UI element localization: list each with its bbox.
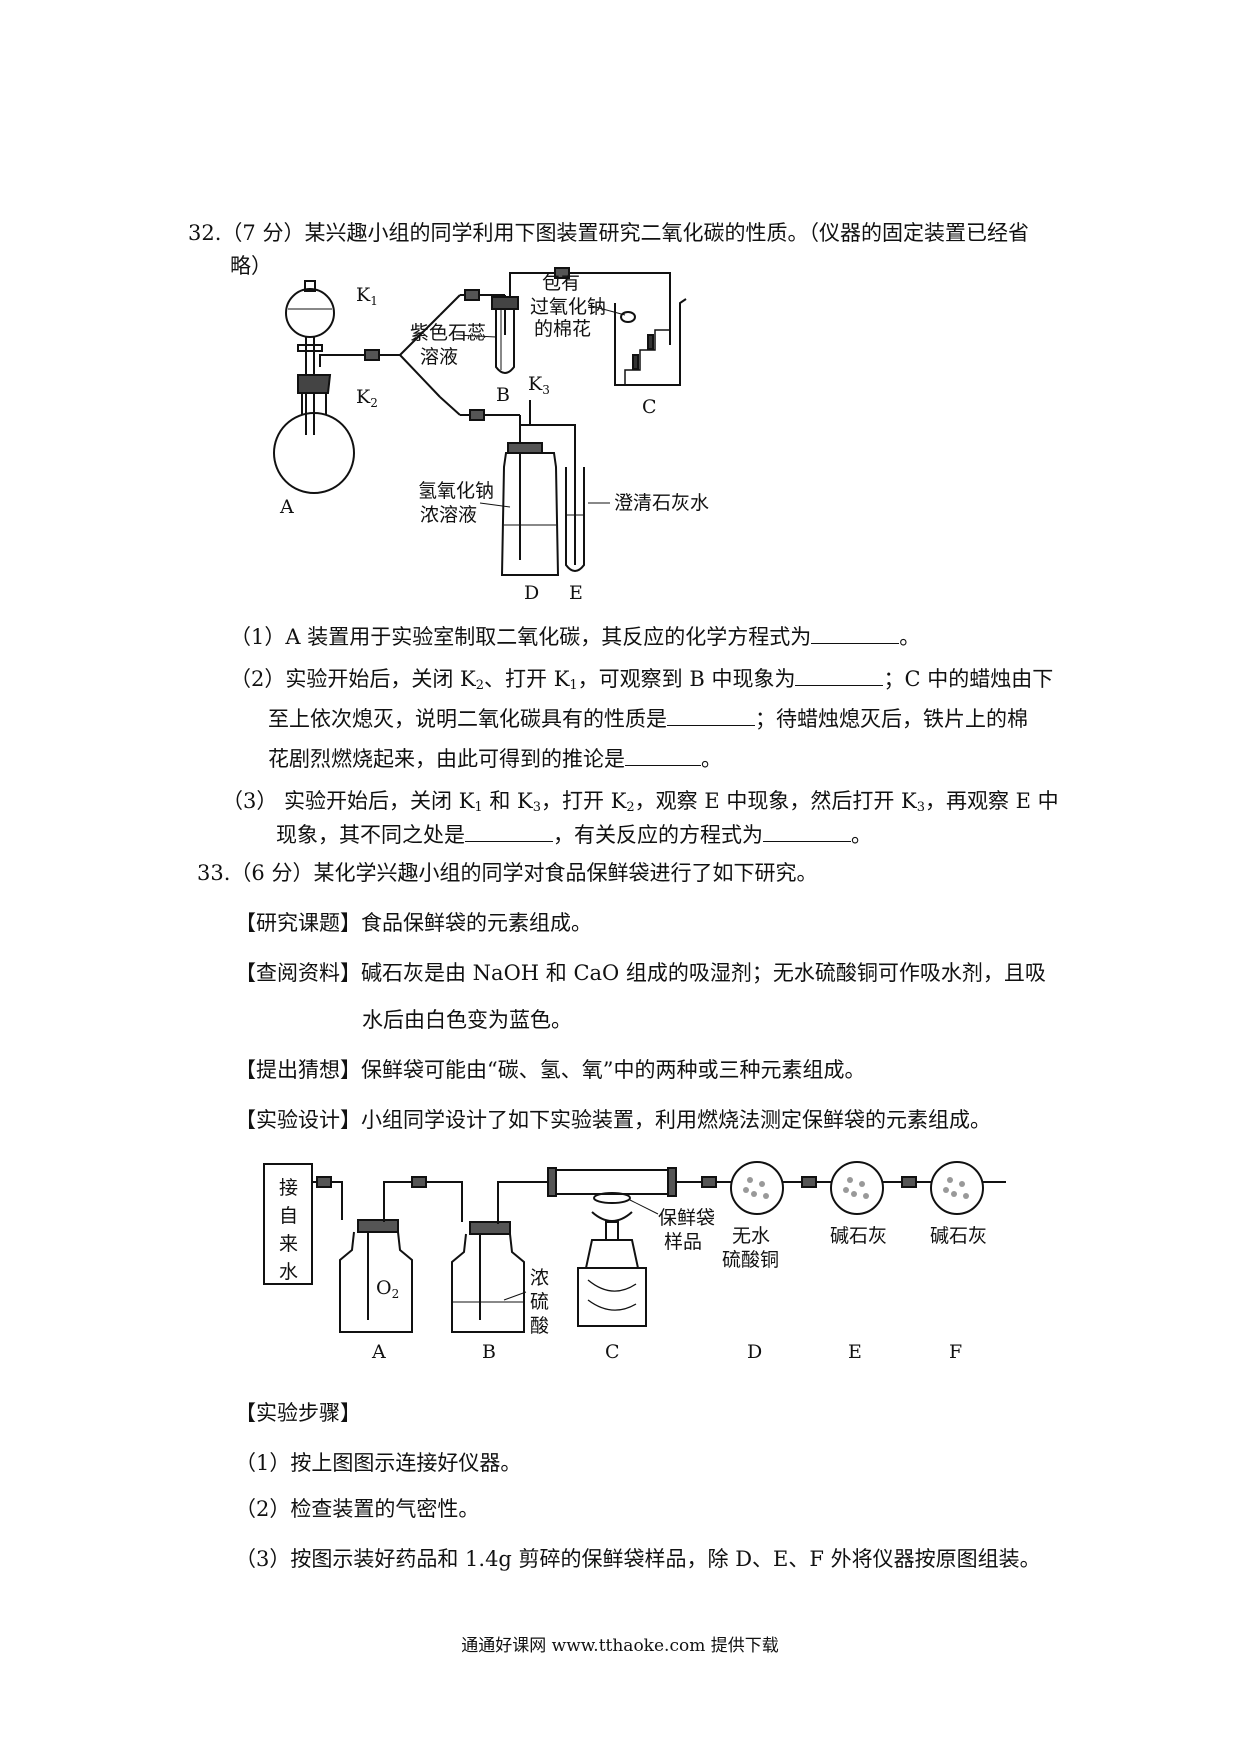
q33-steps-label: 【实验步骤】 <box>235 1401 361 1425</box>
q32-part2-line3: 花剧烈燃烧起来，由此可得到的推论是。 <box>268 745 722 771</box>
water-label-1: 接 <box>279 1177 298 1199</box>
k2-label: K2 <box>356 386 378 410</box>
cuso4-label-2: 硫酸铜 <box>722 1249 779 1271</box>
k1-label: K1 <box>356 284 378 308</box>
footer: 通通好课网 www.tthaoke.com 提供下载 <box>461 1636 779 1656</box>
q33-hypothesis: 【提出猜想】保鲜袋可能由“碳、氢、氧”中的两种或三种元素组成。 <box>235 1058 866 1082</box>
cotton-label-2: 过氧化钠 <box>530 296 606 318</box>
q33-step1: （1）按上图图示连接好仪器。 <box>235 1451 522 1475</box>
acid-label-1: 浓 <box>530 1267 549 1289</box>
lime-e-label: 碱石灰 <box>830 1225 887 1247</box>
o2-label: O2 <box>376 1277 399 1301</box>
label-D: D <box>524 582 539 604</box>
cuso4-label-1: 无水 <box>732 1225 770 1247</box>
answer-blank[interactable] <box>465 821 553 842</box>
cotton-label-1: 包有 <box>542 272 580 294</box>
label-A: A <box>279 496 294 518</box>
q32-part1: （1）A 装置用于实验室制取二氧化碳，其反应的化学方程式为。 <box>230 623 921 649</box>
q32-part3-line1: （3） 实验开始后，关闭 K1 和 K3，打开 K2，观察 E 中现象，然后打开… <box>222 789 1059 815</box>
label-B: B <box>482 1341 496 1363</box>
label-C: C <box>642 396 657 418</box>
label-E: E <box>848 1341 862 1363</box>
water-label-2: 自 <box>279 1205 298 1227</box>
q33-apparatus-diagram: 接 自 来 水 O2 浓 硫 酸 保鲜袋 样品 无水 硫酸铜 碱石灰 碱石灰 A… <box>263 1161 1006 1363</box>
q33-step3: （3）按图示装好药品和 1.4g 剪碎的保鲜袋样品，除 D、E、F 外将仪器按原… <box>235 1547 1041 1571</box>
label-F: F <box>949 1341 962 1363</box>
litmus-label-1: 紫色石蕊 <box>410 322 486 344</box>
label-A: A <box>371 1341 386 1363</box>
q32-part2-line1: （2）实验开始后，关闭 K2、打开 K1，可观察到 B 中现象为；C 中的蜡烛由… <box>230 665 1054 693</box>
sample-label-1: 保鲜袋 <box>658 1207 715 1229</box>
q33-design: 【实验设计】小组同学设计了如下实验装置，利用燃烧法测定保鲜袋的元素组成。 <box>235 1108 991 1132</box>
q33-topic: 【研究课题】食品保鲜袋的元素组成。 <box>235 911 592 935</box>
label-B: B <box>496 384 510 406</box>
q32-stem: 32.（7 分）某兴趣小组的同学利用下图装置研究二氧化碳的性质。（仪器的固定装置… <box>188 221 1029 245</box>
q33-stem: 33.（6 分）某化学兴趣小组的同学对食品保鲜袋进行了如下研究。 <box>197 861 818 885</box>
label-C: C <box>605 1341 620 1363</box>
water-label-4: 水 <box>279 1261 298 1283</box>
litmus-label-2: 溶液 <box>420 346 458 368</box>
answer-blank[interactable] <box>795 665 884 686</box>
q32-part3-line2: 现象，其不同之处是，有关反应的方程式为。 <box>276 821 872 847</box>
naoh-label-1: 氢氧化钠 <box>418 480 494 502</box>
naoh-label-2: 浓溶液 <box>420 504 477 526</box>
q32-part2-line2: 至上依次熄灭，说明二氧化碳具有的性质是；待蜡烛熄灭后，铁片上的棉 <box>268 705 1028 731</box>
q32-stem-cont: 略） <box>230 254 272 278</box>
limewater-label: 澄清石灰水 <box>614 492 709 514</box>
acid-label-3: 酸 <box>530 1315 549 1337</box>
q33-reference: 【查阅资料】碱石灰是由 NaOH 和 CaO 组成的吸湿剂；无水硫酸铜可作吸水剂… <box>235 961 1046 985</box>
k3-label: K3 <box>528 373 550 397</box>
acid-label-2: 硫 <box>530 1291 549 1313</box>
label-E: E <box>569 582 583 604</box>
water-label-3: 来 <box>279 1233 298 1255</box>
q33-step2: （2）检查装置的气密性。 <box>235 1497 480 1521</box>
lime-f-label: 碱石灰 <box>930 1225 987 1247</box>
q32-apparatus-diagram: K1 K2 K3 紫色石蕊 溶液 包有 过氧化钠 的棉花 氢氧化钠 浓溶液 澄清… <box>273 267 709 604</box>
cotton-label-3: 的棉花 <box>534 318 591 340</box>
answer-blank[interactable] <box>625 745 701 766</box>
sample-label-2: 样品 <box>664 1231 702 1253</box>
answer-blank[interactable] <box>811 623 900 644</box>
q33-reference-cont: 水后由白色变为蓝色。 <box>362 1008 572 1032</box>
answer-blank[interactable] <box>667 705 755 726</box>
label-D: D <box>747 1341 762 1363</box>
answer-blank[interactable] <box>763 821 851 842</box>
